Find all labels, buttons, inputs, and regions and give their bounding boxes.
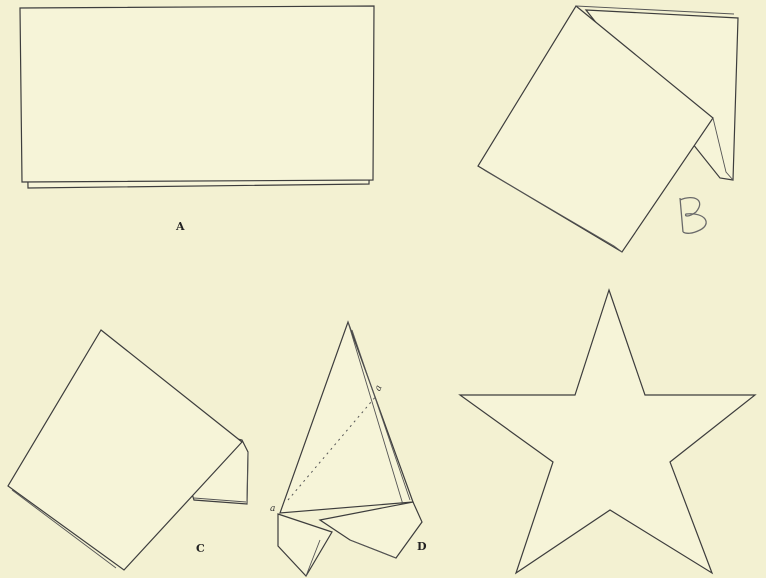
figure-a-label: A — [175, 220, 185, 233]
figure-b: B — [478, 6, 738, 252]
figure-d-point-a-upper: a — [373, 384, 384, 392]
figure-d-label: D — [417, 540, 427, 553]
figure-b-label: B — [680, 198, 706, 234]
figure-c-label: C — [196, 542, 205, 555]
figure-c-front-sheet — [8, 330, 242, 570]
figure-d-cone — [280, 322, 413, 513]
figure-d: a a D — [270, 322, 427, 576]
figure-c: C — [8, 330, 248, 570]
five-pointed-star — [460, 290, 755, 573]
figure-d-bottom-right-fold — [320, 502, 422, 558]
figure-a: A — [20, 6, 374, 233]
figure-a-front-sheet — [20, 6, 374, 182]
figure-d-point-a-lower: a — [270, 504, 275, 514]
